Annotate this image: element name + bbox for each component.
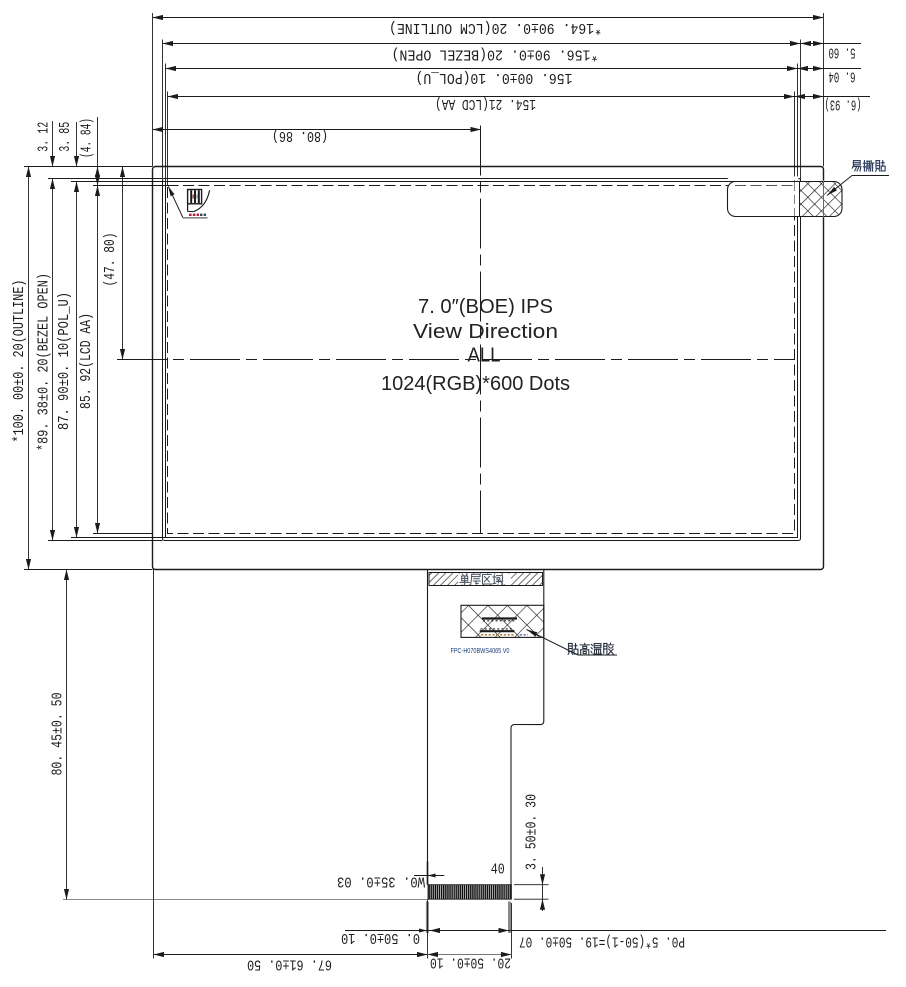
svg-text:80. 45±0. 50: 80. 45±0. 50 <box>49 693 66 776</box>
svg-text:ALL: ALL <box>468 345 501 367</box>
svg-text:(4. 84): (4. 84) <box>78 118 95 158</box>
svg-text:FPC-H070BWS4065 V0: FPC-H070BWS4065 V0 <box>451 646 510 655</box>
svg-text:67. 61±0. 50: 67. 61±0. 50 <box>247 956 332 973</box>
svg-text:P0. 5*(50-1)=19. 50±0. 07: P0. 5*(50-1)=19. 50±0. 07 <box>519 933 685 950</box>
svg-text:(47. 80): (47. 80) <box>102 233 119 287</box>
svg-text:5. 60: 5. 60 <box>829 43 856 60</box>
svg-text:*164. 90±0. 20(LCM OUTLINE): *164. 90±0. 20(LCM OUTLINE) <box>389 19 602 36</box>
svg-text:3. 50±0. 30: 3. 50±0. 30 <box>524 794 541 870</box>
svg-text:(80. 86): (80. 86) <box>272 127 328 144</box>
svg-text:*100. 00±0. 20(OUTLINE): *100. 00±0. 20(OUTLINE) <box>11 280 28 443</box>
svg-text:6. 04: 6. 04 <box>829 68 856 85</box>
svg-text:0. 50±0. 10: 0. 50±0. 10 <box>341 929 420 946</box>
svg-text:*156. 90±0. 20(BEZEL OPEN): *156. 90±0. 20(BEZEL OPEN) <box>392 46 599 63</box>
svg-text:1024(RGB)*600 Dots: 1024(RGB)*600 Dots <box>381 373 570 395</box>
svg-text:154. 21(LCD AA): 154. 21(LCD AA) <box>435 95 536 112</box>
svg-text:7. 0″(BOE) IPS: 7. 0″(BOE) IPS <box>418 296 553 318</box>
svg-text:87. 90±0. 10(POL_U): 87. 90±0. 10(POL_U) <box>56 292 73 430</box>
svg-text:W0. 35±0. 03: W0. 35±0. 03 <box>337 872 425 889</box>
svg-text:*89. 38±0. 20(BEZEL OPEN): *89. 38±0. 20(BEZEL OPEN) <box>36 273 53 451</box>
svg-text:40: 40 <box>491 861 505 878</box>
svg-text:3. 85: 3. 85 <box>57 122 74 152</box>
svg-text:View Direction: View Direction <box>413 321 558 343</box>
svg-text:3. 12: 3. 12 <box>35 122 52 152</box>
svg-text:85. 92(LCD AA): 85. 92(LCD AA) <box>78 313 95 409</box>
svg-text:(6. 93): (6. 93) <box>825 96 862 113</box>
svg-text:20. 50±0. 10: 20. 50±0. 10 <box>430 954 511 971</box>
svg-text:156. 00±0. 10(POL_U): 156. 00±0. 10(POL_U) <box>416 69 573 86</box>
